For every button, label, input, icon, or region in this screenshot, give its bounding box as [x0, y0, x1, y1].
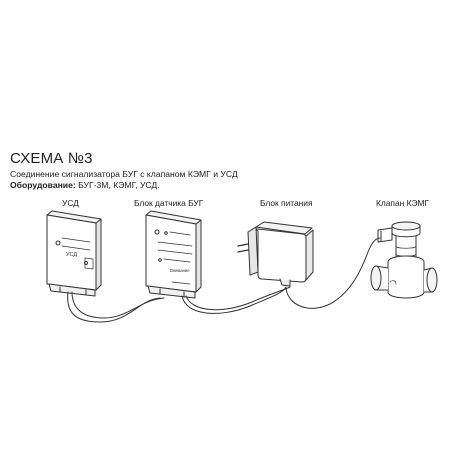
usd-face-text: УСД	[66, 252, 77, 258]
label-valve: Клапан КЭМГ	[376, 198, 429, 208]
usd-device	[46, 210, 102, 297]
diagram-title: СХЕМА №3	[10, 150, 93, 167]
diagram-subtitle: Соединение сигнализатора БУГ с клапаном …	[10, 169, 238, 179]
bug-face-text: Внимание	[170, 268, 190, 273]
valve-kemg	[370, 221, 438, 299]
equipment-label: Оборудование:	[10, 180, 76, 190]
label-bug: Блок датчика БУГ	[134, 198, 204, 208]
equipment-line: Оборудование: БУГ-3М, КЭМГ, УСД.	[10, 180, 160, 190]
bug-device	[145, 210, 202, 299]
label-usd: УСД	[62, 198, 79, 208]
equipment-value: БУГ-3М, КЭМГ, УСД.	[75, 180, 160, 190]
label-power: Блок питания	[260, 198, 313, 208]
power-supply	[237, 221, 314, 287]
wiring	[67, 237, 381, 323]
